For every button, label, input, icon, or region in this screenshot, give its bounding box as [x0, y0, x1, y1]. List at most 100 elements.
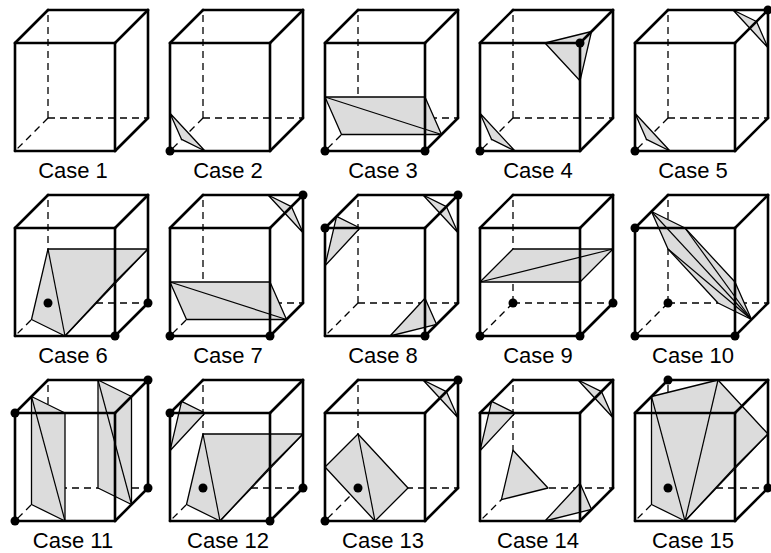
triangle-edge [32, 397, 66, 522]
cube-edge [735, 303, 768, 336]
isosurface-polygon [733, 10, 768, 48]
cube-edge [302, 195, 305, 303]
cube-edge [580, 303, 613, 336]
cube-edge [15, 380, 48, 413]
cube-edge [15, 195, 48, 228]
cube-edge [358, 379, 458, 382]
cube-edge [425, 118, 458, 151]
cube-edge [668, 194, 768, 197]
cube-edge [425, 303, 458, 336]
case-label: Case 13 [342, 530, 424, 552]
vertex-dot [509, 299, 518, 308]
cube-edge [114, 228, 117, 336]
vertex-dot [144, 376, 153, 385]
vertex-dot [576, 39, 585, 48]
cube-edge [480, 10, 513, 43]
triangle-edge [220, 434, 303, 521]
vertex-dot [299, 191, 308, 200]
cube-edge [734, 413, 737, 521]
cube-edge [634, 228, 637, 336]
cube-edge [270, 380, 303, 413]
cube-edge [612, 10, 615, 118]
vertex-dot [166, 147, 175, 156]
cube-edge [424, 413, 427, 521]
case-label: Case 4 [503, 160, 573, 182]
cube-edge [325, 520, 425, 523]
cube-edge [425, 488, 458, 521]
isosurface-polygon [32, 249, 149, 336]
vertex-dot [144, 299, 153, 308]
cube-edge [635, 380, 668, 413]
cube-edge [324, 228, 327, 336]
vertex-dot [144, 484, 153, 493]
cube-edge [635, 42, 735, 45]
case-label: Case 8 [348, 345, 418, 367]
isosurface-polygon [268, 195, 303, 233]
cube-edge [203, 9, 303, 12]
cube-edge [735, 10, 768, 43]
cube-edge [170, 380, 203, 413]
cube-edge [479, 413, 482, 521]
vertex-dot [476, 147, 485, 156]
vertex-dot [354, 484, 363, 493]
cube-edge [480, 227, 580, 230]
isosurface-polygon [635, 113, 670, 151]
cube-edge [358, 9, 458, 12]
cube-edge [48, 379, 148, 382]
cube-edge [270, 10, 303, 43]
cube-edge [325, 380, 358, 413]
cube-edge [612, 195, 615, 303]
cube-edge [635, 195, 668, 228]
cube-edge [425, 380, 458, 413]
vertex-dot [199, 484, 208, 493]
hidden-edge [667, 10, 668, 118]
cube-edge [48, 9, 148, 12]
cube-edge [170, 195, 203, 228]
cube-edge [579, 43, 582, 151]
cube-edge [269, 228, 272, 336]
cube-edge [767, 380, 770, 488]
cube-edge [480, 520, 580, 523]
vertex-dot [764, 484, 771, 493]
triangle-edge [685, 380, 718, 521]
case-label: Case 1 [38, 160, 108, 182]
cube-edge [325, 412, 425, 415]
cube-edge [170, 335, 270, 338]
cube-edge [115, 195, 148, 228]
vertex-dot [266, 517, 275, 526]
cube-edge [425, 195, 458, 228]
hidden-edge [635, 303, 668, 336]
hidden-edge [325, 303, 358, 336]
isosurface-polygon [423, 195, 458, 233]
vertex-dot [454, 376, 463, 385]
hidden-edge [15, 118, 48, 151]
cube-edge [115, 303, 148, 336]
hidden-edge [512, 10, 513, 118]
cube-edge [767, 10, 770, 118]
vertex-dot [664, 376, 673, 385]
cube-edge [302, 380, 305, 488]
isosurface-polygon [480, 113, 515, 151]
vertex-dot [421, 147, 430, 156]
vertex-dot [299, 484, 308, 493]
case-label: Case 2 [193, 160, 263, 182]
cube-edge [513, 9, 613, 12]
triangle-edge [48, 249, 65, 336]
cube-edge [635, 150, 735, 153]
cube-edge [734, 228, 737, 336]
vertex-dot [454, 191, 463, 200]
isosurface-polygon [32, 397, 66, 522]
cube-edge [270, 488, 303, 521]
cube-edge [170, 10, 203, 43]
cube-edge [513, 379, 613, 382]
vertex-dot [11, 517, 20, 526]
cube-edge [425, 10, 458, 43]
cube-edge [668, 9, 768, 12]
cube-edge [635, 412, 735, 415]
vertex-dot [421, 332, 430, 341]
cube-edge [479, 228, 482, 336]
isosurface-polygon [170, 113, 205, 151]
cube-edge [424, 228, 427, 336]
case-label: Case 15 [652, 530, 734, 552]
cube-edge [325, 335, 425, 338]
